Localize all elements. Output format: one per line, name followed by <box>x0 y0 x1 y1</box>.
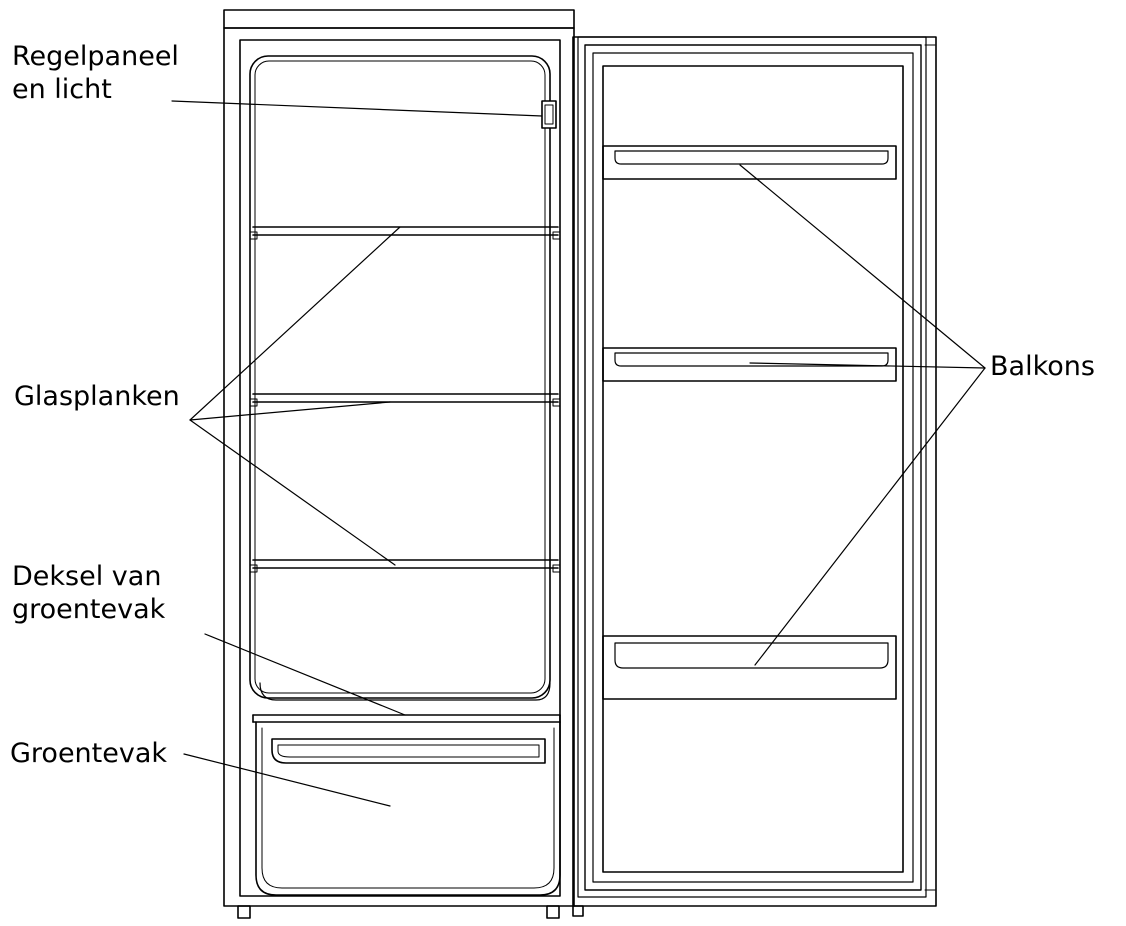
leader-lines <box>171 100 986 807</box>
glass-shelf-2-support-right <box>552 398 561 407</box>
door-balcony-1 <box>602 145 897 180</box>
glass-shelf-1-support-left <box>249 231 258 240</box>
cabinet-liner <box>249 55 551 699</box>
cabinet-outer <box>223 27 575 907</box>
glass-shelf-3 <box>249 559 561 573</box>
label-door-balconies-text: Balkons <box>990 351 1095 382</box>
cabinet-liner-inner <box>254 60 546 694</box>
crisper-handle-inner <box>277 744 540 758</box>
control-panel <box>541 100 557 129</box>
label-glass-shelves-text: Glasplanken <box>14 381 180 412</box>
door-balcony-1-front <box>602 145 897 180</box>
door-balcony-3-rim <box>614 642 889 669</box>
label-crisper-cover: Deksel van groentevak <box>12 560 165 626</box>
glass-shelf-2 <box>249 393 561 407</box>
door-outer <box>572 36 937 907</box>
label-crisper-cover-line-2: groentevak <box>12 594 166 625</box>
door-outer-2 <box>577 36 927 898</box>
door-balcony-3 <box>602 635 897 700</box>
cabinet-foot-left <box>237 905 251 919</box>
glass-shelf-3-support-right <box>552 564 561 573</box>
door-liner <box>602 65 904 873</box>
cabinet-top <box>223 9 575 29</box>
leader-crisper-cover <box>204 633 406 716</box>
label-control-panel-line-1: Regelpaneel <box>12 41 179 72</box>
door-gasket-outer <box>584 44 922 891</box>
crisper-drawer-outer <box>255 721 561 896</box>
door-balcony-3-front <box>602 635 897 700</box>
label-crisper-cover-line-1: Deksel van <box>12 561 162 592</box>
door-balcony-1-rim <box>614 150 889 165</box>
leader-balcony-2 <box>749 362 986 369</box>
label-glass-shelves: Glasplanken <box>14 380 180 413</box>
cabinet-inner-frame <box>239 39 561 897</box>
crisper-handle-outer <box>271 738 546 764</box>
glass-shelf-1-support-right <box>552 231 561 240</box>
crisper-drawer <box>255 721 561 896</box>
leader-glass-shelf-2 <box>189 401 391 421</box>
door-balcony-2 <box>602 347 897 382</box>
leader-balcony-3 <box>754 367 986 666</box>
leader-glass-shelf-1 <box>189 226 401 421</box>
leader-glass-shelf-3 <box>189 419 396 566</box>
door-gasket-inner <box>592 52 914 883</box>
glass-shelf-1 <box>249 226 561 240</box>
label-control-panel-and-light: Regelpaneel en licht <box>12 40 179 106</box>
glass-shelf-2-support-left <box>249 398 258 407</box>
leader-crisper <box>183 753 391 807</box>
glass-shelf-3-support-left <box>249 564 258 573</box>
cabinet-foot-right <box>546 905 560 919</box>
door <box>572 36 937 917</box>
door-balcony-2-front <box>602 347 897 382</box>
crisper-drawer-inner <box>261 727 555 889</box>
cabinet <box>223 9 575 919</box>
door-balcony-2-rim <box>614 352 889 367</box>
leader-balcony-1 <box>739 164 986 369</box>
crisper-cover <box>252 714 561 723</box>
label-door-balconies: Balkons <box>990 350 1095 383</box>
label-crisper-text: Groentevak <box>10 738 168 769</box>
label-control-panel-line-2: en licht <box>12 74 112 105</box>
cabinet-floor-curve <box>259 682 551 701</box>
door-foot <box>572 905 584 917</box>
control-panel-face <box>544 104 554 125</box>
label-crisper: Groentevak <box>10 737 167 770</box>
leader-control-panel <box>171 100 543 117</box>
